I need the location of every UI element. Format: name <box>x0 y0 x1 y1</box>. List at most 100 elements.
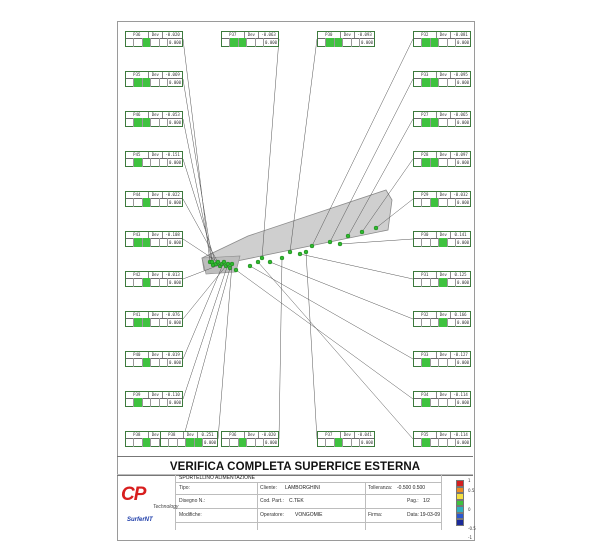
tolerance-cell <box>448 278 457 287</box>
tolerance-cell <box>439 358 448 367</box>
tolerance-cell <box>134 318 143 327</box>
tolerance-cell <box>247 438 256 447</box>
tolerance-cell <box>326 38 335 47</box>
measurement-point <box>337 241 343 247</box>
tolerance-cell <box>414 78 423 87</box>
callout-deviation: 0.251 <box>197 432 217 438</box>
tolerance-cell <box>222 438 231 447</box>
tolerance-cell <box>414 398 423 407</box>
tolerance-cell <box>186 438 195 447</box>
tolerance-cell <box>334 38 344 47</box>
callout-deviation: -0.095 <box>450 72 470 78</box>
tolerance-cell <box>352 438 361 447</box>
scale-label: 0 <box>468 506 471 512</box>
tolerance-cell <box>169 438 178 447</box>
leader-line <box>182 265 227 320</box>
leader-line <box>347 118 414 237</box>
callout-deviation: -0.069 <box>162 72 182 78</box>
tolerance-cell <box>161 438 170 447</box>
measurement-point <box>225 261 231 267</box>
measurement-point <box>327 239 333 245</box>
leader-line <box>269 261 414 320</box>
leader-line <box>375 198 414 229</box>
tolerance-cell <box>422 238 431 247</box>
tolerance-cell <box>448 158 457 167</box>
tolerance-cell <box>151 398 160 407</box>
callout-deviation: -0.063 <box>258 32 278 38</box>
tolerance-cell <box>448 118 457 127</box>
tolerance-cell <box>143 398 152 407</box>
tolerance-cell <box>430 158 440 167</box>
surfernt-logo: SurferNT <box>127 517 153 523</box>
callout-dev-label: Dev <box>435 232 451 238</box>
tolerance-cell <box>247 38 256 47</box>
tolerance-cell <box>151 318 160 327</box>
scale-swatch <box>456 480 464 487</box>
tolerance-cell <box>126 278 135 287</box>
tolerance-cell <box>126 38 135 47</box>
callout-dev-label: Dev <box>435 32 451 38</box>
callout-dev-label: Dev <box>435 432 451 438</box>
leader-line <box>261 38 280 259</box>
callout-tolerance: 0.000 <box>457 280 470 285</box>
tolerance-cell <box>142 358 152 367</box>
tolerance-cell <box>448 38 457 47</box>
tolerance-cell <box>222 38 231 47</box>
callout-point-id: P36 <box>229 432 237 437</box>
leader-line <box>182 38 211 263</box>
callout-deviation: -0.065 <box>450 112 470 118</box>
tolerance-cell <box>448 438 457 447</box>
tolerance-cell <box>238 438 248 447</box>
callout-dev-label: Dev <box>435 112 451 118</box>
tolerance-cell <box>151 358 160 367</box>
callout-point-id: P40 <box>133 352 141 357</box>
tolerance-cell <box>448 318 457 327</box>
leader-line <box>182 263 223 280</box>
tolerance-cell <box>422 438 431 447</box>
callout-point-id: P31 <box>421 272 429 277</box>
callout-deviation: -0.114 <box>450 392 470 398</box>
leader-line <box>278 257 283 440</box>
callout-tolerance: 0.000 <box>169 80 182 85</box>
tolerance-cell <box>448 398 457 407</box>
tolerance-cell <box>143 158 152 167</box>
tolerance-cell <box>151 78 160 87</box>
tolerance-cell <box>142 118 152 127</box>
measurement-point <box>221 259 227 265</box>
callout-point-id: P35 <box>421 432 429 437</box>
leader-line <box>217 263 233 440</box>
tolerance-cell <box>160 278 169 287</box>
callout-deviation: 0.141 <box>450 232 470 238</box>
tolerance-cell <box>151 438 160 447</box>
tolerance-cell <box>142 438 152 447</box>
callout-deviation: -0.020 <box>258 432 278 438</box>
callout-tolerance: 0.000 <box>457 360 470 365</box>
leader-line <box>182 78 214 266</box>
tolerance-cell <box>126 398 135 407</box>
measurement-point <box>255 259 261 265</box>
tolerance-cell <box>422 278 431 287</box>
callout-dev-label: Dev <box>243 432 259 438</box>
leader-line <box>299 253 414 280</box>
measurement-point <box>359 229 365 235</box>
tolerance-cell <box>160 238 169 247</box>
tolerance-cell <box>430 198 440 207</box>
tolerance-cell <box>439 438 448 447</box>
tolerance-cell <box>439 238 448 247</box>
callout-deviation: -0.032 <box>450 192 470 198</box>
tolerance-cell <box>430 118 440 127</box>
callout-tolerance: 0.000 <box>169 320 182 325</box>
callout-dev-label: Dev <box>339 432 355 438</box>
tolerance-cell <box>414 118 423 127</box>
callout-dev-label: Dev <box>147 152 163 158</box>
measurement-point <box>209 259 215 265</box>
callout-point-id: P38 <box>133 432 141 437</box>
